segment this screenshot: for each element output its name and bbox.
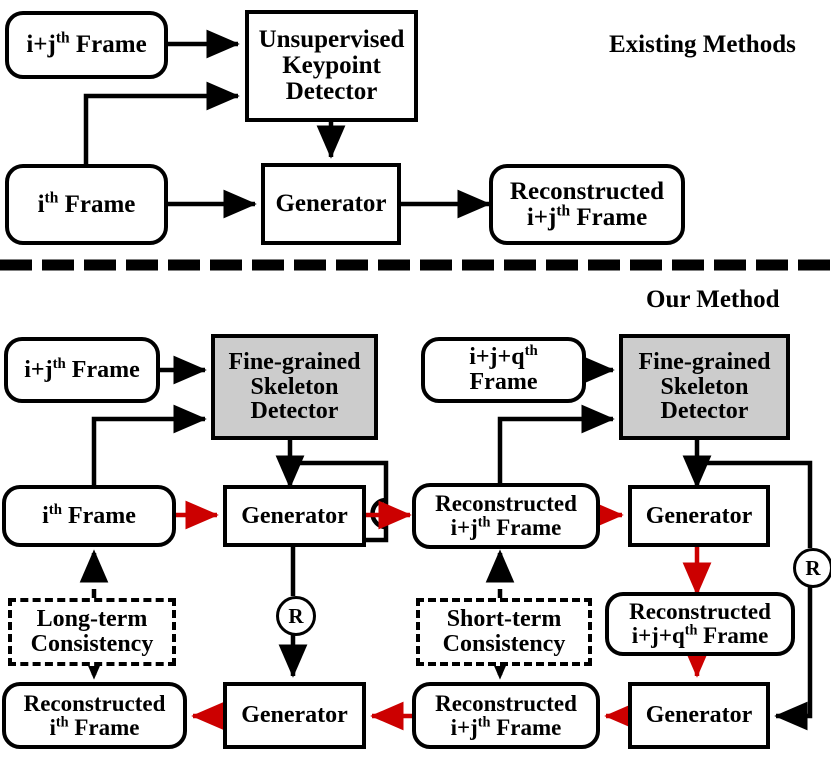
node-generator-4[interactable]: Generator	[628, 682, 770, 749]
node-line-2-tail: Frame	[490, 714, 562, 740]
node-fine-grained-skeleton-detector-right[interactable]: Fine-grained Skeleton Detector	[619, 334, 790, 440]
node-line-1: Reconstructed	[629, 599, 771, 625]
node-reconstructed-i-bottom[interactable]: Reconstructed ith Frame	[2, 682, 187, 749]
edge-detectorright-branch-to-Rright	[697, 460, 813, 548]
node-line-1: Fine-grained	[228, 348, 361, 375]
node-text-tail: Frame	[58, 190, 136, 218]
node-line-2: i+j	[450, 515, 478, 540]
node-line-1: Reconstructed	[509, 177, 665, 205]
node-fine-grained-skeleton-detector-left[interactable]: Fine-grained Skeleton Detector	[211, 334, 378, 440]
node-sup: th	[524, 343, 538, 360]
edge-iframe-to-detector	[83, 81, 240, 196]
node-line-1: Generator	[275, 190, 387, 217]
node-line-1: Reconstructed	[435, 690, 577, 716]
node-line-2: Keypoint	[282, 52, 381, 79]
node-line-2: Frame	[469, 369, 538, 395]
node-generator-2[interactable]: Generator	[628, 485, 770, 547]
node-sup: th	[48, 501, 62, 518]
node-input-frame-ij-bottom[interactable]: i+jth Frame	[4, 337, 160, 403]
node-long-term-consistency: Long-term Consistency	[8, 598, 176, 666]
node-input-frame-i-top[interactable]: ith Frame	[5, 164, 168, 245]
node-text: i	[37, 190, 45, 218]
r-badge-left: R	[276, 596, 316, 636]
node-line-1: Generator	[645, 502, 753, 529]
node-reconstructed-ij-mid[interactable]: Reconstructed i+jth Frame	[412, 483, 600, 549]
node-text-tail: Frame	[61, 502, 136, 529]
node-sup: th	[52, 355, 66, 372]
edge-reconijmid-to-detector-right	[497, 404, 615, 495]
node-line-2: i+j+q	[631, 623, 685, 648]
node-line-1: Long-term	[36, 606, 148, 633]
node-line-2-tail: Frame	[490, 515, 562, 540]
node-reconstructed-ij-bottom[interactable]: Reconstructed i+jth Frame	[412, 682, 600, 749]
node-line-1: Generator	[241, 702, 348, 729]
node-text-tail: Frame	[65, 356, 140, 383]
node-line-2: i	[49, 714, 56, 740]
node-line-1: Generator	[241, 502, 348, 529]
node-generator-1[interactable]: Generator	[223, 485, 366, 547]
node-line-1: i+j+q	[469, 344, 525, 371]
edge-Rright-to-generator4	[774, 582, 813, 731]
node-line-2-tail: Frame	[68, 714, 140, 740]
node-sup: th	[55, 29, 70, 47]
node-generator-top[interactable]: Generator	[261, 163, 401, 245]
node-text: i+j	[26, 31, 56, 58]
node-unsupervised-keypoint-detector[interactable]: Unsupervised Keypoint Detector	[245, 10, 418, 122]
node-frame-i-mid[interactable]: ith Frame	[2, 485, 176, 547]
node-line-3: Detector	[660, 398, 749, 425]
node-line-2: Consistency	[442, 631, 566, 657]
node-line-2-tail: Frame	[570, 203, 648, 231]
node-line-3: Detector	[250, 398, 339, 425]
node-line-1: Reconstructed	[23, 690, 166, 716]
node-sup: th	[477, 514, 491, 531]
r-badge-right: R	[793, 548, 831, 588]
node-line-2: Skeleton	[660, 373, 749, 400]
node-line-2: Consistency	[30, 631, 154, 657]
edge-ithframe-to-detector-left	[91, 404, 207, 495]
node-sup: th	[684, 622, 698, 639]
node-line-2: Skeleton	[250, 373, 339, 400]
node-short-term-consistency: Short-term Consistency	[416, 598, 592, 666]
node-reconstructed-ijq[interactable]: Reconstructed i+j+qth Frame	[605, 592, 795, 656]
node-line-3: Detector	[285, 78, 378, 105]
node-input-frame-ij-top[interactable]: i+jth Frame	[5, 11, 168, 79]
node-line-1: Reconstructed	[435, 491, 577, 517]
node-text-tail: Frame	[69, 31, 147, 58]
node-line-2: i+j	[526, 203, 557, 231]
title-our-method: Our Method	[646, 286, 780, 313]
node-text: i	[42, 502, 49, 529]
node-line-2-tail: Frame	[697, 623, 769, 648]
node-sup: th	[556, 202, 571, 220]
node-line-1: Fine-grained	[638, 348, 771, 375]
node-generator-3[interactable]: Generator	[223, 682, 366, 749]
node-text: i+j	[24, 356, 53, 383]
title-existing-methods: Existing Methods	[609, 31, 796, 58]
node-reconstructed-ij-top[interactable]: Reconstructed i+jth Frame	[489, 164, 685, 245]
node-line-1: Short-term	[446, 606, 562, 633]
node-line-1: Unsupervised	[258, 26, 405, 53]
node-line-2: i+j	[450, 714, 478, 740]
node-sup: th	[55, 713, 69, 730]
node-line-1: Generator	[645, 702, 753, 729]
node-sup: th	[44, 189, 59, 207]
node-sup: th	[477, 713, 491, 730]
node-input-frame-ijq[interactable]: i+j+qth Frame	[421, 337, 586, 403]
